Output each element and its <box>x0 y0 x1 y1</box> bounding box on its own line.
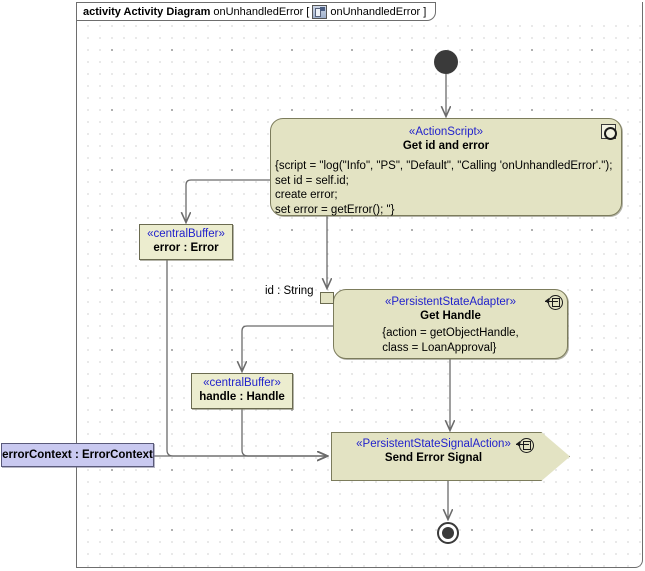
stereotype-label: «PersistentStateAdapter» <box>384 296 517 308</box>
script-line-1: {script = "log("Info", "PS", "Default", … <box>275 160 613 172</box>
action-node-get-handle[interactable]: «PersistentStateAdapter» Get Handle {act… <box>333 289 568 359</box>
node-name-label: error : Error <box>153 242 219 254</box>
activity-diagram-frame <box>76 2 643 568</box>
get-handle-line-2: class = LoanApproval} <box>382 342 497 354</box>
node-name-label: Get id and error <box>402 140 490 152</box>
stereotype-label: «PersistentStateSignalAction» <box>356 438 511 450</box>
node-name-label: Send Error Signal <box>384 452 483 464</box>
central-buffer-handle[interactable]: «centralBuffer» handle : Handle <box>191 373 293 409</box>
get-handle-line-1: {action = getObjectHandle, <box>382 327 519 339</box>
diagram-title-tab: activity Activity Diagram onUnhandledErr… <box>76 2 437 21</box>
action-node-get-id-and-error[interactable]: «ActionScript» Get id and error {script … <box>270 118 622 216</box>
stereotype-label: «centralBuffer» <box>203 377 281 389</box>
parameter-node-error-context[interactable]: errorContext : ErrorContext <box>1 443 154 467</box>
script-line-3: create error; <box>275 189 338 201</box>
diagram-keyword: activity Activity Diagram <box>83 5 211 18</box>
diagram-tab-name: onUnhandledError <box>330 5 421 18</box>
adapter-icon <box>545 295 563 310</box>
script-line-4: set error = getError(); "} <box>275 203 395 216</box>
activity-final-node[interactable] <box>437 522 459 544</box>
script-line-2: set id = self.id; <box>275 174 349 187</box>
activity-diagram-icon <box>312 4 328 19</box>
stereotype-label: «ActionScript» <box>408 126 484 138</box>
initial-node[interactable] <box>434 50 458 74</box>
parameter-label: errorContext : ErrorContext <box>2 449 153 461</box>
bracket-open: [ <box>306 5 310 18</box>
adapter-icon <box>516 438 534 453</box>
input-pin-label-id-string: id : String <box>265 285 314 297</box>
signal-action-send-error-signal[interactable]: «PersistentStateSignalAction» Send Error… <box>331 432 570 481</box>
bracket-close: ] <box>423 5 427 18</box>
node-name-label: handle : Handle <box>199 391 285 403</box>
script-icon <box>601 124 617 140</box>
node-name-label: Get Handle <box>420 310 481 322</box>
diagram-name: onUnhandledError <box>213 5 304 18</box>
central-buffer-error[interactable]: «centralBuffer» error : Error <box>139 224 233 260</box>
stereotype-label: «centralBuffer» <box>147 228 225 240</box>
input-pin-id[interactable] <box>320 292 334 304</box>
